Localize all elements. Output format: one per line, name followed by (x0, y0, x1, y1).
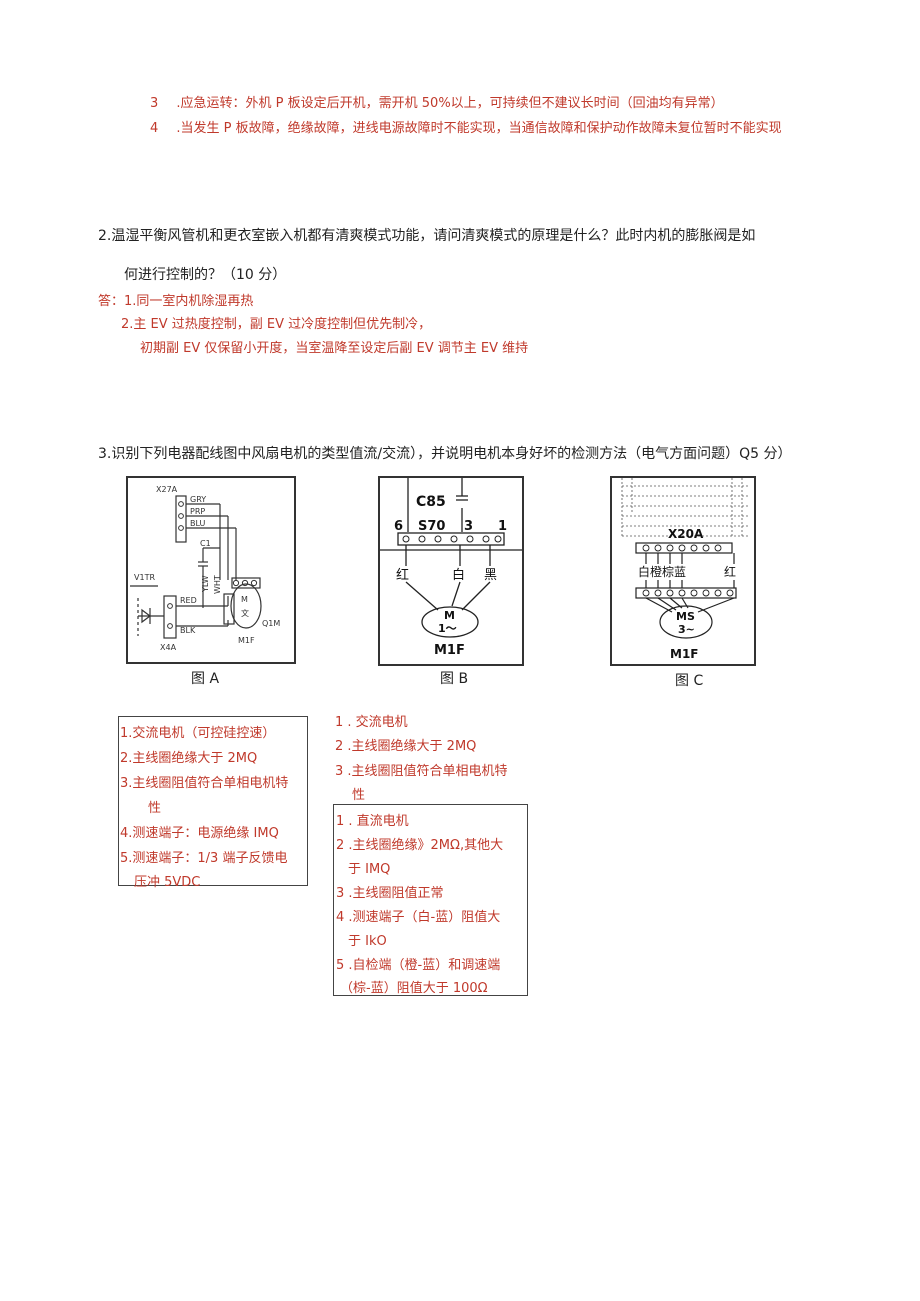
figure-c-diagram: X20A 白橙棕蓝 红 MS 3~ M1F (610, 476, 756, 666)
answer-a-line-3: 3.主线圈阻值符合单相电机特 (120, 776, 289, 791)
answer-c-line-3: 于 IMQ (348, 862, 391, 877)
answer-c-line-5: 4 .测速端子（白-蓝）阻值大 (336, 910, 501, 925)
fig-b-wire-black: 黑 (484, 568, 497, 583)
answer-box-a (118, 716, 308, 886)
fig-a-label-wht: WHT (213, 575, 222, 594)
figure-a-diagram: X27A GRY PRP BLU C1 YLW WHT V1TR RED BLK… (126, 476, 296, 664)
fig-b-wire-red: 红 (396, 567, 409, 583)
answer-b-line-2: 2 .主线圈绝缘大于 2MQ (335, 739, 477, 754)
figure-c-caption: 图 C (675, 673, 704, 689)
answer-b-line-4: 性 (352, 788, 366, 803)
fig-a-label-c1: C1 (200, 539, 211, 548)
fig-b-label-s70: S70 (418, 519, 445, 534)
answer-box-c (333, 804, 528, 996)
q1-item-4-num: 4 (150, 121, 159, 136)
answer-b-line-3: 3 .主线圈阻值符合单相电机特 (335, 764, 508, 779)
answer-a-line-5: 4.测速端子：电源绝缘 IMQ (120, 826, 279, 841)
fig-b-label-m1f: M1F (434, 643, 465, 658)
q2-question-line2: 何进行控制的？（10 分） (124, 267, 287, 283)
answer-b-line-1: 1 . 交流电机 (335, 715, 408, 730)
fig-b-terminal-6: 6 (394, 519, 403, 534)
q1-item-3-num: 3 (150, 96, 159, 111)
answer-c-line-1: 1 . 直流电机 (336, 814, 409, 829)
fig-a-label-red: RED (180, 596, 197, 605)
fig-a-label-m1f: M1F (238, 636, 255, 645)
answer-c-line-4: 3 .主线圈阻值正常 (336, 886, 444, 901)
fig-a-label-blu: BLU (190, 519, 206, 528)
fig-a-motor-m: M (241, 595, 248, 604)
fig-c-wire-labels: 白橙棕蓝 (638, 564, 686, 579)
fig-b-motor-m: M (444, 609, 455, 622)
figure-a-caption: 图 A (191, 671, 220, 687)
q2-answer-2: 2.主 EV 过热度控制，副 EV 过冷度控制但优先制冷， (121, 317, 432, 332)
fig-a-label-q1m: Q1M (262, 619, 280, 628)
answer-c-line-2: 2 .主线圈绝缘》2MΩ,其他大 (336, 838, 504, 853)
fig-b-motor-symbol: 1～ (438, 622, 457, 635)
answer-a-line-1: 1.交流电机（可控硅控速） (120, 726, 276, 741)
answer-a-line-6: 5.测速端子：1/3 端子反馈电 (120, 851, 288, 866)
fig-b-terminal-1: 1 (498, 519, 507, 534)
figure-b-caption: 图 B (440, 671, 469, 687)
q3-question: 3.识别下列电器配线图中风扇电机的类型值流/交流），并说明电机本身好坏的检测方法… (98, 446, 792, 462)
fig-a-label-x27a: X27A (156, 485, 178, 494)
figure-b-diagram: C85 6 S70 3 1 红 白 黑 M 1～ M1F (378, 476, 524, 666)
fig-c-label-m1f: M1F (670, 647, 699, 661)
q2-answer-1: 答：1.同一室内机除湿再热 (98, 294, 254, 309)
fig-b-wire-white: 白 (452, 567, 465, 583)
fig-a-label-v1tr: V1TR (134, 573, 155, 582)
fig-a-label-x4a: X4A (160, 643, 177, 652)
fig-c-motor-ms: MS (676, 610, 695, 623)
answer-a-line-4: 性 (148, 801, 162, 816)
answer-c-line-7: 5 .自检端（橙-蓝）和调速端 (336, 958, 501, 973)
fig-c-motor-symbol: 3~ (678, 623, 695, 636)
q2-question-line1: 2.温湿平衡风管机和更衣室嵌入机都有清爽模式功能，请问清爽模式的原理是什么？此时… (98, 228, 756, 244)
fig-c-wire-red: 红 (724, 564, 736, 579)
fig-b-terminal-3: 3 (464, 519, 473, 534)
fig-a-label-prp: PRP (190, 507, 205, 516)
fig-c-label-x20a: X20A (668, 527, 704, 541)
q1-item-3-text: .应急运转：外机 P 板设定后开机，需开机 50%以上，可持续但不建议长时间（回… (176, 96, 724, 111)
fig-a-label-gry: GRY (190, 495, 206, 504)
answer-a-line-7: 压冲 5VDC (134, 875, 201, 890)
answer-c-line-6: 于 IkO (348, 934, 387, 949)
q1-item-4-text: .当发生 P 板故障，绝缘故障，进线电源故障时不能实现，当通信故障和保护动作故障… (176, 121, 782, 136)
answer-a-line-2: 2.主线圈绝缘大于 2MQ (120, 751, 258, 766)
fig-a-label-ylw: YLW (201, 575, 210, 593)
fig-b-label-c85: C85 (416, 494, 446, 510)
q1-item-4: 4 .当发生 P 板故障，绝缘故障，进线电源故障时不能实现，当通信故障和保护动作… (150, 117, 782, 136)
fig-a-motor-symbol: 文 (241, 608, 249, 618)
answer-c-line-8: （棕-蓝）阻值大于 100Ω (340, 981, 488, 996)
q2-answer-3: 初期副 EV 仅保留小开度，当室温降至设定后副 EV 调节主 EV 维持 (140, 341, 529, 356)
q1-item-3: 3 .应急运转：外机 P 板设定后开机，需开机 50%以上，可持续但不建议长时间… (150, 92, 724, 111)
fig-a-label-blk: BLK (180, 626, 196, 635)
